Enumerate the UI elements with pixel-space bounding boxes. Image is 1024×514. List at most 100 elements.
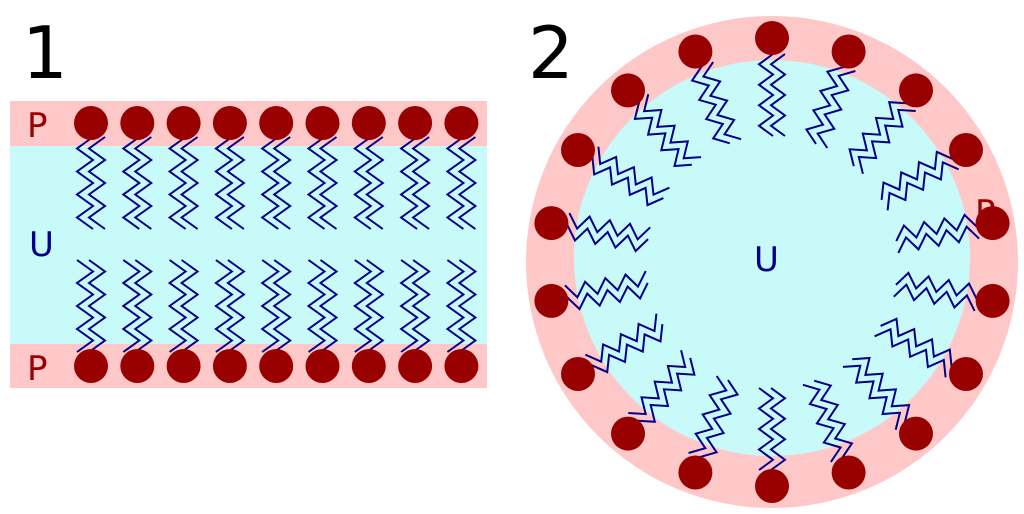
lipid-molecule xyxy=(166,259,201,383)
tail-chain xyxy=(895,271,978,300)
tail-chain xyxy=(880,150,954,201)
lipid-molecule xyxy=(895,206,1010,254)
tail-chain xyxy=(642,94,702,160)
lipid-molecule xyxy=(398,106,433,230)
lipid-molecule xyxy=(561,313,664,391)
tail-chain xyxy=(353,136,373,230)
tail-chain xyxy=(411,259,431,353)
tail-chain xyxy=(564,270,647,299)
head-group xyxy=(898,73,933,108)
tail-chain xyxy=(179,136,200,230)
nonpolar-region-label: U xyxy=(754,240,779,280)
lipid-molecule xyxy=(611,73,702,168)
lipid-molecule xyxy=(848,73,933,175)
head-group xyxy=(831,34,866,69)
lipid-molecule xyxy=(842,356,933,451)
head-group xyxy=(398,349,433,383)
tail-chain xyxy=(353,259,373,353)
tail-chain xyxy=(121,259,142,353)
tail-chain xyxy=(399,136,419,230)
head-group xyxy=(351,349,386,383)
head-group xyxy=(120,349,155,383)
tail-chain xyxy=(842,364,902,430)
tail-chain xyxy=(897,225,980,254)
lipid-molecule xyxy=(893,271,1010,318)
tail-chain xyxy=(857,108,916,175)
head-group xyxy=(74,106,108,140)
lipid-molecule xyxy=(611,349,696,451)
tail-chain xyxy=(75,259,95,353)
tail-chain xyxy=(591,156,664,207)
tail-chain xyxy=(75,136,95,230)
lipid-molecule xyxy=(351,259,386,383)
micelle-molecules xyxy=(534,21,1010,503)
lipid-molecule xyxy=(874,317,983,391)
lipid-molecule xyxy=(212,259,247,383)
tail-chain xyxy=(804,65,845,145)
lipid-molecule xyxy=(444,106,479,230)
tail-chain xyxy=(121,136,142,230)
tail-chain xyxy=(87,136,107,230)
tail-chain xyxy=(214,136,234,230)
tail-chain xyxy=(445,259,466,353)
head-group xyxy=(534,283,569,318)
tail-chain xyxy=(272,259,292,353)
head-group xyxy=(259,349,294,383)
head-group xyxy=(611,73,646,108)
head-group xyxy=(975,283,1010,318)
head-group xyxy=(678,34,713,69)
head-group xyxy=(611,416,646,451)
tail-chain xyxy=(757,387,775,471)
tail-chain xyxy=(306,259,327,353)
nonpolar-region-label: U xyxy=(29,225,54,265)
tail-chain xyxy=(590,323,664,374)
tail-chain xyxy=(852,356,911,423)
lipid-molecule xyxy=(561,133,670,207)
tail-chain xyxy=(260,259,280,353)
head-group xyxy=(259,106,294,140)
tail-chain xyxy=(584,313,658,364)
tail-chain xyxy=(445,136,466,230)
lipid-molecule xyxy=(212,106,247,230)
head-group xyxy=(212,106,247,140)
tail-chain xyxy=(813,379,854,459)
tail-chain xyxy=(272,136,292,230)
nonpolar-region xyxy=(574,60,970,456)
head-group xyxy=(120,106,155,140)
tail-chain xyxy=(757,53,775,137)
head-group xyxy=(948,133,983,167)
bilayer-molecules xyxy=(74,106,479,383)
tail-chain xyxy=(167,136,188,230)
lipid-molecule xyxy=(74,259,108,383)
lipid-molecule xyxy=(534,206,651,253)
head-group xyxy=(755,21,789,55)
head-group xyxy=(166,106,201,140)
head-group xyxy=(948,357,983,391)
lipid-molecule xyxy=(534,270,649,318)
tail-chain xyxy=(769,387,787,471)
tail-chain xyxy=(802,383,843,463)
tail-chain xyxy=(214,259,234,353)
lipid-molecule xyxy=(802,379,866,490)
tail-chain xyxy=(628,349,687,416)
head-group xyxy=(755,469,789,503)
lipid-molecule xyxy=(755,21,789,137)
polar-region-label-top: P xyxy=(27,106,48,146)
bilayer-panel: 1 P U P xyxy=(10,11,487,389)
head-group xyxy=(444,349,479,383)
tail-chain xyxy=(880,317,953,368)
tail-chain xyxy=(260,136,280,230)
tail-chain xyxy=(457,259,478,353)
tail-chain xyxy=(848,101,907,167)
tail-chain xyxy=(133,259,154,353)
tail-chain xyxy=(874,327,947,378)
lipid-molecule xyxy=(74,106,108,230)
tail-chain xyxy=(816,70,856,149)
head-group xyxy=(678,455,713,490)
lipid-molecule xyxy=(120,259,155,383)
tail-chain xyxy=(688,375,728,454)
tail-chain xyxy=(365,136,385,230)
tail-chain xyxy=(893,283,976,312)
lipid-molecule xyxy=(259,259,294,383)
